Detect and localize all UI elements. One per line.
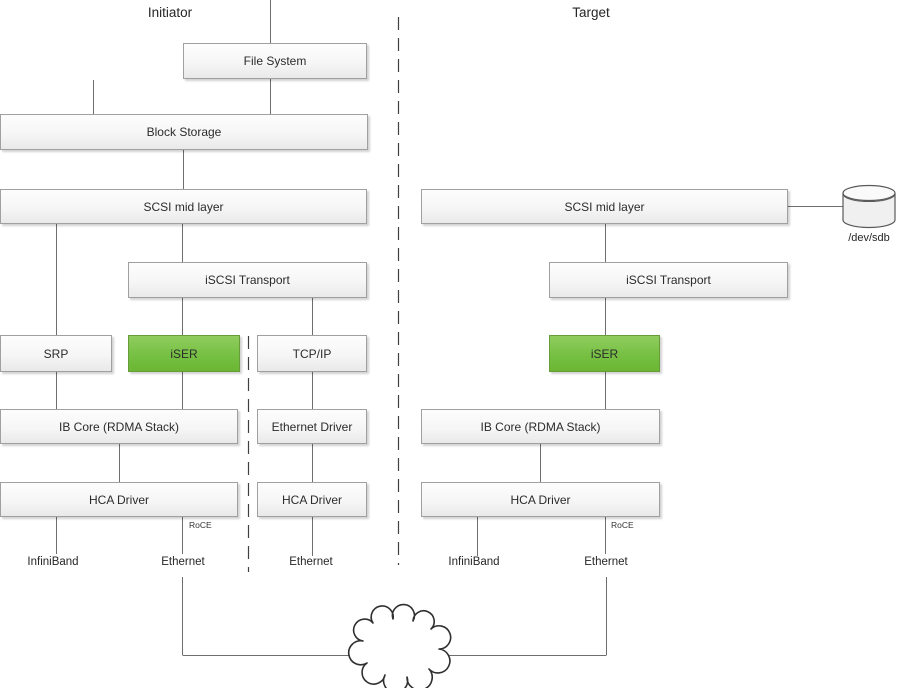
box-ib-core-target: IB Core (RDMA Stack) xyxy=(421,409,660,444)
box-hca-driver-target: HCA Driver xyxy=(421,482,660,517)
disk-label: /dev/sdb xyxy=(848,232,890,244)
port-label-infiniband-initiator: InfiniBand xyxy=(27,556,79,568)
box-tcp-ip: TCP/IP xyxy=(257,335,367,372)
box-iser-initiator: iSER xyxy=(128,335,240,372)
box-hca-driver-eth: HCA Driver xyxy=(257,482,367,517)
target-title: Target xyxy=(572,5,610,20)
box-iscsi-transport-target: iSCSI Transport xyxy=(549,262,788,298)
port-label-ethernet-rdma-initiator: Ethernet xyxy=(161,556,205,568)
box-block-storage: Block Storage xyxy=(0,114,368,150)
box-file-system: File System xyxy=(183,43,367,79)
box-hca-driver-rdma: HCA Driver xyxy=(0,482,238,517)
box-scsi-mid-layer-initiator: SCSI mid layer xyxy=(0,189,367,224)
box-scsi-mid-layer-target: SCSI mid layer xyxy=(421,189,788,224)
port-label-infiniband-target: InfiniBand xyxy=(448,556,500,568)
box-iscsi-transport-initiator: iSCSI Transport xyxy=(128,262,367,298)
box-ethernet-driver: Ethernet Driver xyxy=(257,409,367,444)
port-label-ethernet-target: Ethernet xyxy=(584,556,628,568)
roce-label-initiator: RoCE xyxy=(189,520,212,530)
box-ib-core-initiator: IB Core (RDMA Stack) xyxy=(0,409,238,444)
disk-cylinder-icon xyxy=(842,184,896,229)
initiator-title: Initiator xyxy=(147,5,193,20)
roce-label-target: RoCE xyxy=(611,520,634,530)
box-iser-target: iSER xyxy=(549,335,660,372)
network-cloud-icon xyxy=(347,603,452,688)
port-label-ethernet-tcp-initiator: Ethernet xyxy=(289,556,333,568)
box-srp: SRP xyxy=(0,335,112,372)
